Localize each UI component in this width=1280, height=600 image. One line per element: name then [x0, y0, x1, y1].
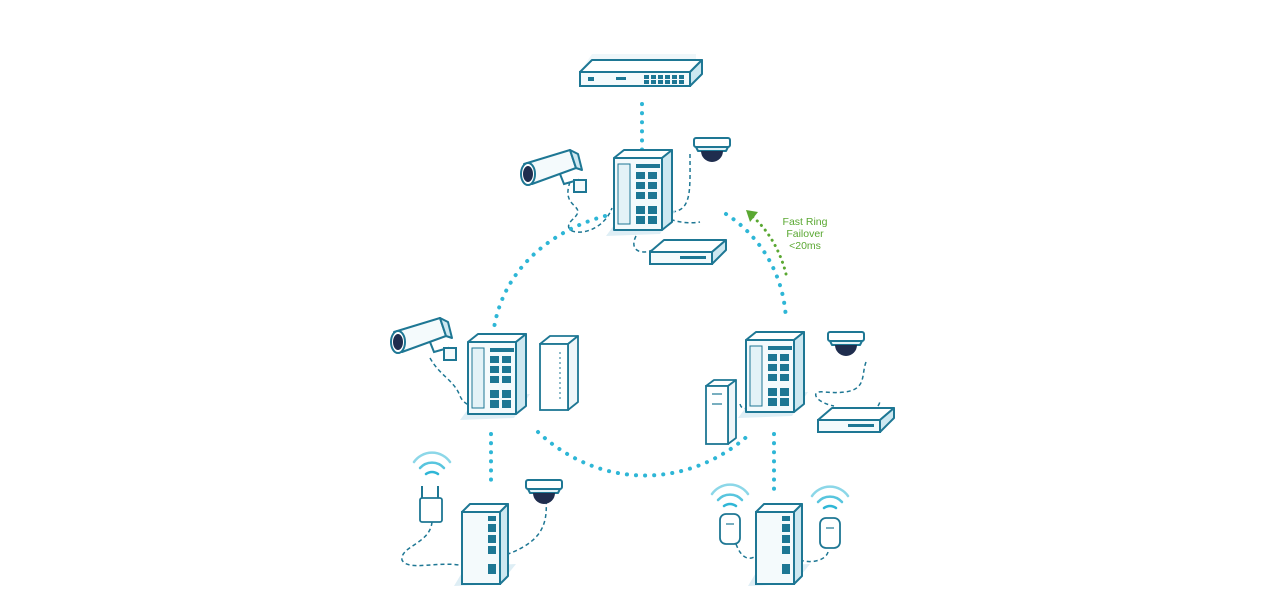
nvr-icon [817, 407, 895, 433]
dome-camera-icon [827, 331, 865, 357]
failover-annotation: Fast Ring Failover <20ms [770, 216, 840, 252]
failover-line-1: Fast Ring [782, 216, 828, 228]
failover-arrow-icon [746, 210, 788, 276]
failover-line-3: <20ms [789, 240, 821, 252]
industrial-switch-icon [605, 149, 677, 237]
bullet-camera-icon [520, 149, 587, 193]
core-switch-icon [579, 54, 703, 87]
failover-line-2: Failover [786, 228, 824, 240]
access-point-icon [719, 513, 741, 545]
nvr-icon [649, 239, 727, 265]
ring-left-upper [492, 214, 607, 330]
industrial-switch-icon [747, 503, 811, 587]
bullet-camera-icon [390, 317, 457, 361]
industrial-switch-icon [459, 333, 531, 421]
dome-camera-icon [525, 479, 563, 505]
dome-camera-icon [693, 137, 731, 163]
wifi-icon [810, 485, 850, 510]
wifi-icon [710, 483, 750, 508]
access-point-icon [419, 486, 443, 523]
ring-bottom [536, 430, 754, 478]
ring-links [489, 102, 788, 492]
industrial-switch-icon [453, 503, 517, 587]
industrial-switch-icon [737, 331, 809, 419]
access-point-icon [819, 517, 841, 549]
media-converter-icon [705, 379, 737, 445]
wifi-icon [412, 451, 452, 476]
media-converter-icon [539, 335, 579, 411]
